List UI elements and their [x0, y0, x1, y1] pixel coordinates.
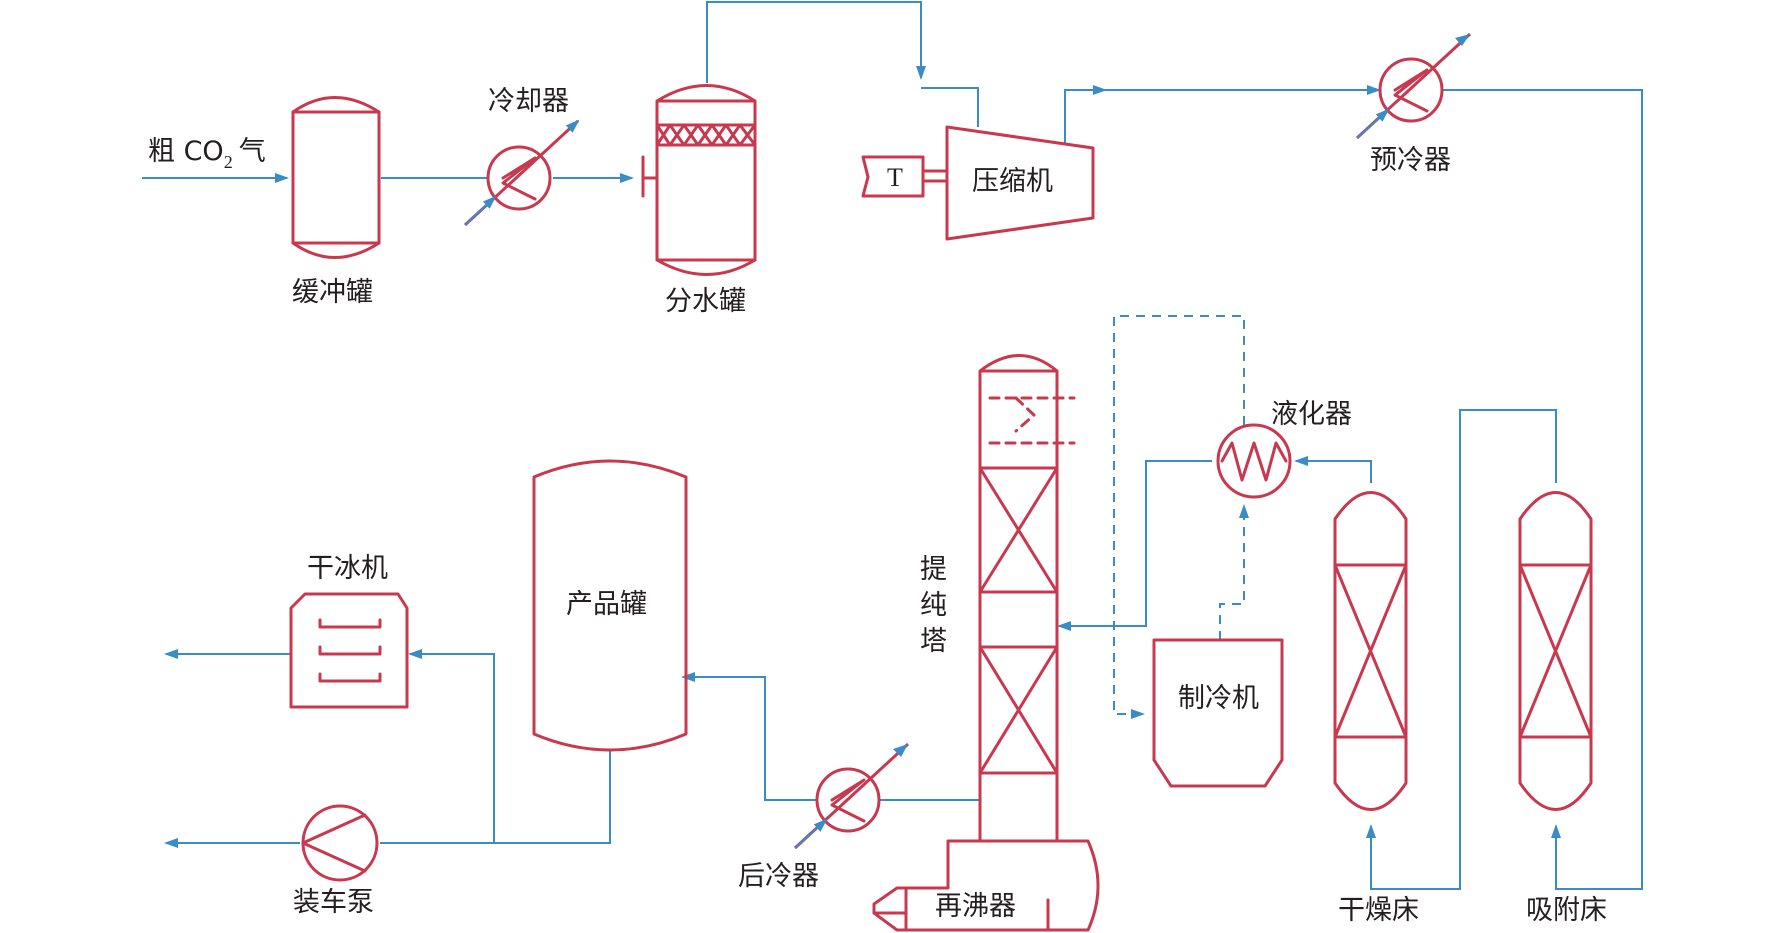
pipe-adsorption-to-dryer [1366, 409, 1557, 890]
aftercooler-label: 后冷器 [738, 861, 819, 892]
column-label-2: 纯 [920, 590, 947, 621]
adsorption-bed-label: 吸附床 [1526, 895, 1607, 926]
pipe-liquefier-out [1057, 460, 1212, 631]
refrigerator-label: 制冷机 [1178, 683, 1259, 714]
process-pipes [142, 1, 1643, 890]
dashed-liquefier-to-refrigerator [1113, 315, 1245, 719]
buffer-tank [291, 96, 381, 259]
compressor-label: 压缩机 [972, 166, 1053, 197]
compressor [861, 125, 1095, 241]
pipe-aftercooler-to-product [681, 672, 816, 801]
liquefier-label: 液化器 [1271, 399, 1352, 430]
separator-tank [641, 84, 757, 276]
dry-ice-label: 干冰机 [307, 553, 388, 584]
pipe-to-dry-ice [408, 649, 495, 843]
pump-label: 装车泵 [293, 887, 374, 918]
adsorption-bed [1518, 491, 1593, 811]
aftercooler [793, 742, 910, 850]
pipe-compressor-inlet [921, 87, 979, 127]
buffer-tank-label: 缓冲罐 [292, 277, 373, 308]
precooler-label: 预冷器 [1370, 145, 1451, 176]
liquefier [1216, 423, 1292, 499]
column-label-3: 塔 [920, 626, 947, 657]
dashed-refrigerator-to-liquefier [1219, 504, 1249, 640]
refrigerator [1152, 638, 1284, 788]
cooler-label: 冷却器 [488, 86, 569, 117]
precooler [1355, 32, 1472, 140]
pipe-dryer-to-liquefier [1294, 456, 1372, 483]
dry-ice-machine [289, 592, 409, 709]
pipe-compressor-to-precooler [1064, 85, 1107, 144]
dryer-bed [1333, 491, 1408, 811]
pipe-product-to-pump [380, 749, 611, 844]
separator-label: 分水罐 [665, 286, 746, 317]
dryer-bed-label: 干燥床 [1338, 895, 1419, 926]
turbine-label: T [887, 163, 903, 192]
reboiler [872, 839, 1100, 932]
cooler [463, 119, 580, 227]
refrigerant-loop [1113, 315, 1249, 719]
purification-column [978, 354, 1076, 843]
pipe-precooler-to-adsorption [1443, 89, 1643, 890]
product-tank [532, 459, 688, 752]
reboiler-label: 再沸器 [935, 891, 1016, 922]
loading-pump [301, 804, 379, 882]
pipe-separator-to-compressor [706, 1, 926, 83]
column-label-1: 提 [920, 554, 947, 585]
product-tank-label: 产品罐 [566, 589, 647, 620]
